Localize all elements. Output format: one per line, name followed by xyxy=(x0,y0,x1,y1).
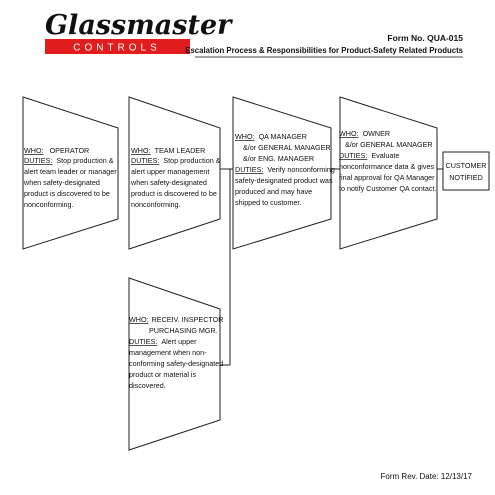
who-label: WHO: xyxy=(339,129,359,138)
duties-line: product is discovered to be xyxy=(24,189,110,198)
logo-brand: Glassmaster xyxy=(45,10,233,41)
who-line: &/or GENERAL MANAGER xyxy=(345,140,433,149)
customer-box-line: NOTIFIED xyxy=(449,173,483,182)
duties-line: final approval for QA Manager xyxy=(339,173,435,182)
who-label: WHO: xyxy=(235,132,255,141)
step-shape xyxy=(232,96,332,250)
step-shape-inner xyxy=(22,96,119,250)
step-box-qa-manager: WHO: QA MANAGER &/or GENERAL MANAGER &/or… xyxy=(232,96,335,250)
duties-label: DUTIES: xyxy=(129,337,157,346)
duties-line: produced and may have xyxy=(235,187,312,196)
duties-line: when safety-designated xyxy=(130,178,207,187)
duties-line: DUTIES: Verify nonconforming xyxy=(235,165,335,174)
duties-line: alert team leader or manager xyxy=(24,167,117,176)
duties-first: Stop production & xyxy=(56,156,113,165)
logo-sub: CONTROLS xyxy=(73,43,161,54)
customer-box-line: CUSTOMER xyxy=(446,161,487,170)
who-label: WHO: xyxy=(131,146,151,155)
duties-line: when safety-designated xyxy=(23,178,100,187)
duties-line: product or material is xyxy=(129,370,197,379)
duties-line: safety-designated product was xyxy=(235,176,333,185)
duties-line: nonconforming. xyxy=(24,200,74,209)
duties-line: conforming safety-designated xyxy=(129,359,223,368)
duties-label: DUTIES: xyxy=(131,156,159,165)
duties-line: DUTIES: Evaluate xyxy=(339,151,399,160)
duties-label: DUTIES: xyxy=(339,151,367,160)
who-line: WHO: OWNER xyxy=(339,129,390,138)
step-shape xyxy=(339,96,438,250)
duties-line: alert upper management xyxy=(131,167,209,176)
duties-label: DUTIES: xyxy=(24,156,52,165)
step-shape xyxy=(128,96,221,250)
who-value: RECEIV. INSPECTOR xyxy=(152,315,224,324)
step-box-team-leader: WHO: TEAM LEADER DUTIES: Stop production &… xyxy=(128,96,221,250)
duties-line: shipped to customer. xyxy=(235,198,301,207)
duties-first: Verify nonconforming xyxy=(267,165,335,174)
who-line: WHO:RECEIV. INSPECTOR xyxy=(129,315,223,324)
step-box-receiving-inspector: WHO:RECEIV. INSPECTOR PURCHASING MGR. DU… xyxy=(128,277,223,451)
step-box-owner: WHO: OWNER &/or GENERAL MANAGER DUTIES: Ev… xyxy=(339,96,438,250)
duties-line: DUTIES: Alert upper xyxy=(129,337,197,346)
duties-line: to notify Customer QA contact. xyxy=(339,184,436,193)
duties-line: nonconformance data & gives xyxy=(339,162,435,171)
duties-first: Evaluate xyxy=(371,151,399,160)
duties-line: management when non- xyxy=(129,348,207,357)
duties-line: product is discovered to be xyxy=(131,189,217,198)
who-value: OPERATOR xyxy=(50,146,90,155)
who-value: OWNER xyxy=(363,129,391,138)
connectors xyxy=(220,168,443,366)
step-box-operator: WHO: OPERATOR DUTIES: Stop production & al… xyxy=(22,96,119,250)
who-line: WHO: TEAM LEADER xyxy=(131,146,205,155)
who-label: WHO: xyxy=(129,315,149,324)
form-number: Form No. QUA-015 xyxy=(387,33,463,43)
duties-label: DUTIES: xyxy=(235,165,263,174)
customer-box-shape xyxy=(442,151,490,191)
duties-first: Stop production & xyxy=(163,156,220,165)
who-line: WHO: QA MANAGER xyxy=(235,132,307,141)
who-line: PURCHASING MGR. xyxy=(149,326,218,335)
who-value: QA MANAGER xyxy=(259,132,307,141)
who-line: &/or GENERAL MANAGER xyxy=(243,143,331,152)
step-shape xyxy=(128,277,221,451)
logo-red-bar xyxy=(45,39,190,54)
duties-line: DUTIES: Stop production & xyxy=(24,156,114,165)
form-revision-date: Form Rev. Date: 12/13/17 xyxy=(381,472,473,481)
duties-line: DUTIES: Stop production & xyxy=(131,156,221,165)
who-line: WHO: OPERATOR xyxy=(24,146,89,155)
page-title: Escalation Process & Responsibilities fo… xyxy=(185,46,463,55)
duties-line: nonconforming. xyxy=(131,200,181,209)
who-label: WHO: xyxy=(24,146,44,155)
who-value: TEAM LEADER xyxy=(155,146,206,155)
duties-first: Alert upper xyxy=(161,337,197,346)
who-line: &/or ENG. MANAGER xyxy=(243,154,314,163)
duties-line: discovered. xyxy=(129,381,166,390)
customer-notified-box: CUSTOMER NOTIFIED xyxy=(442,151,490,191)
company-logo: Glassmaster CONTROLS xyxy=(45,10,233,54)
